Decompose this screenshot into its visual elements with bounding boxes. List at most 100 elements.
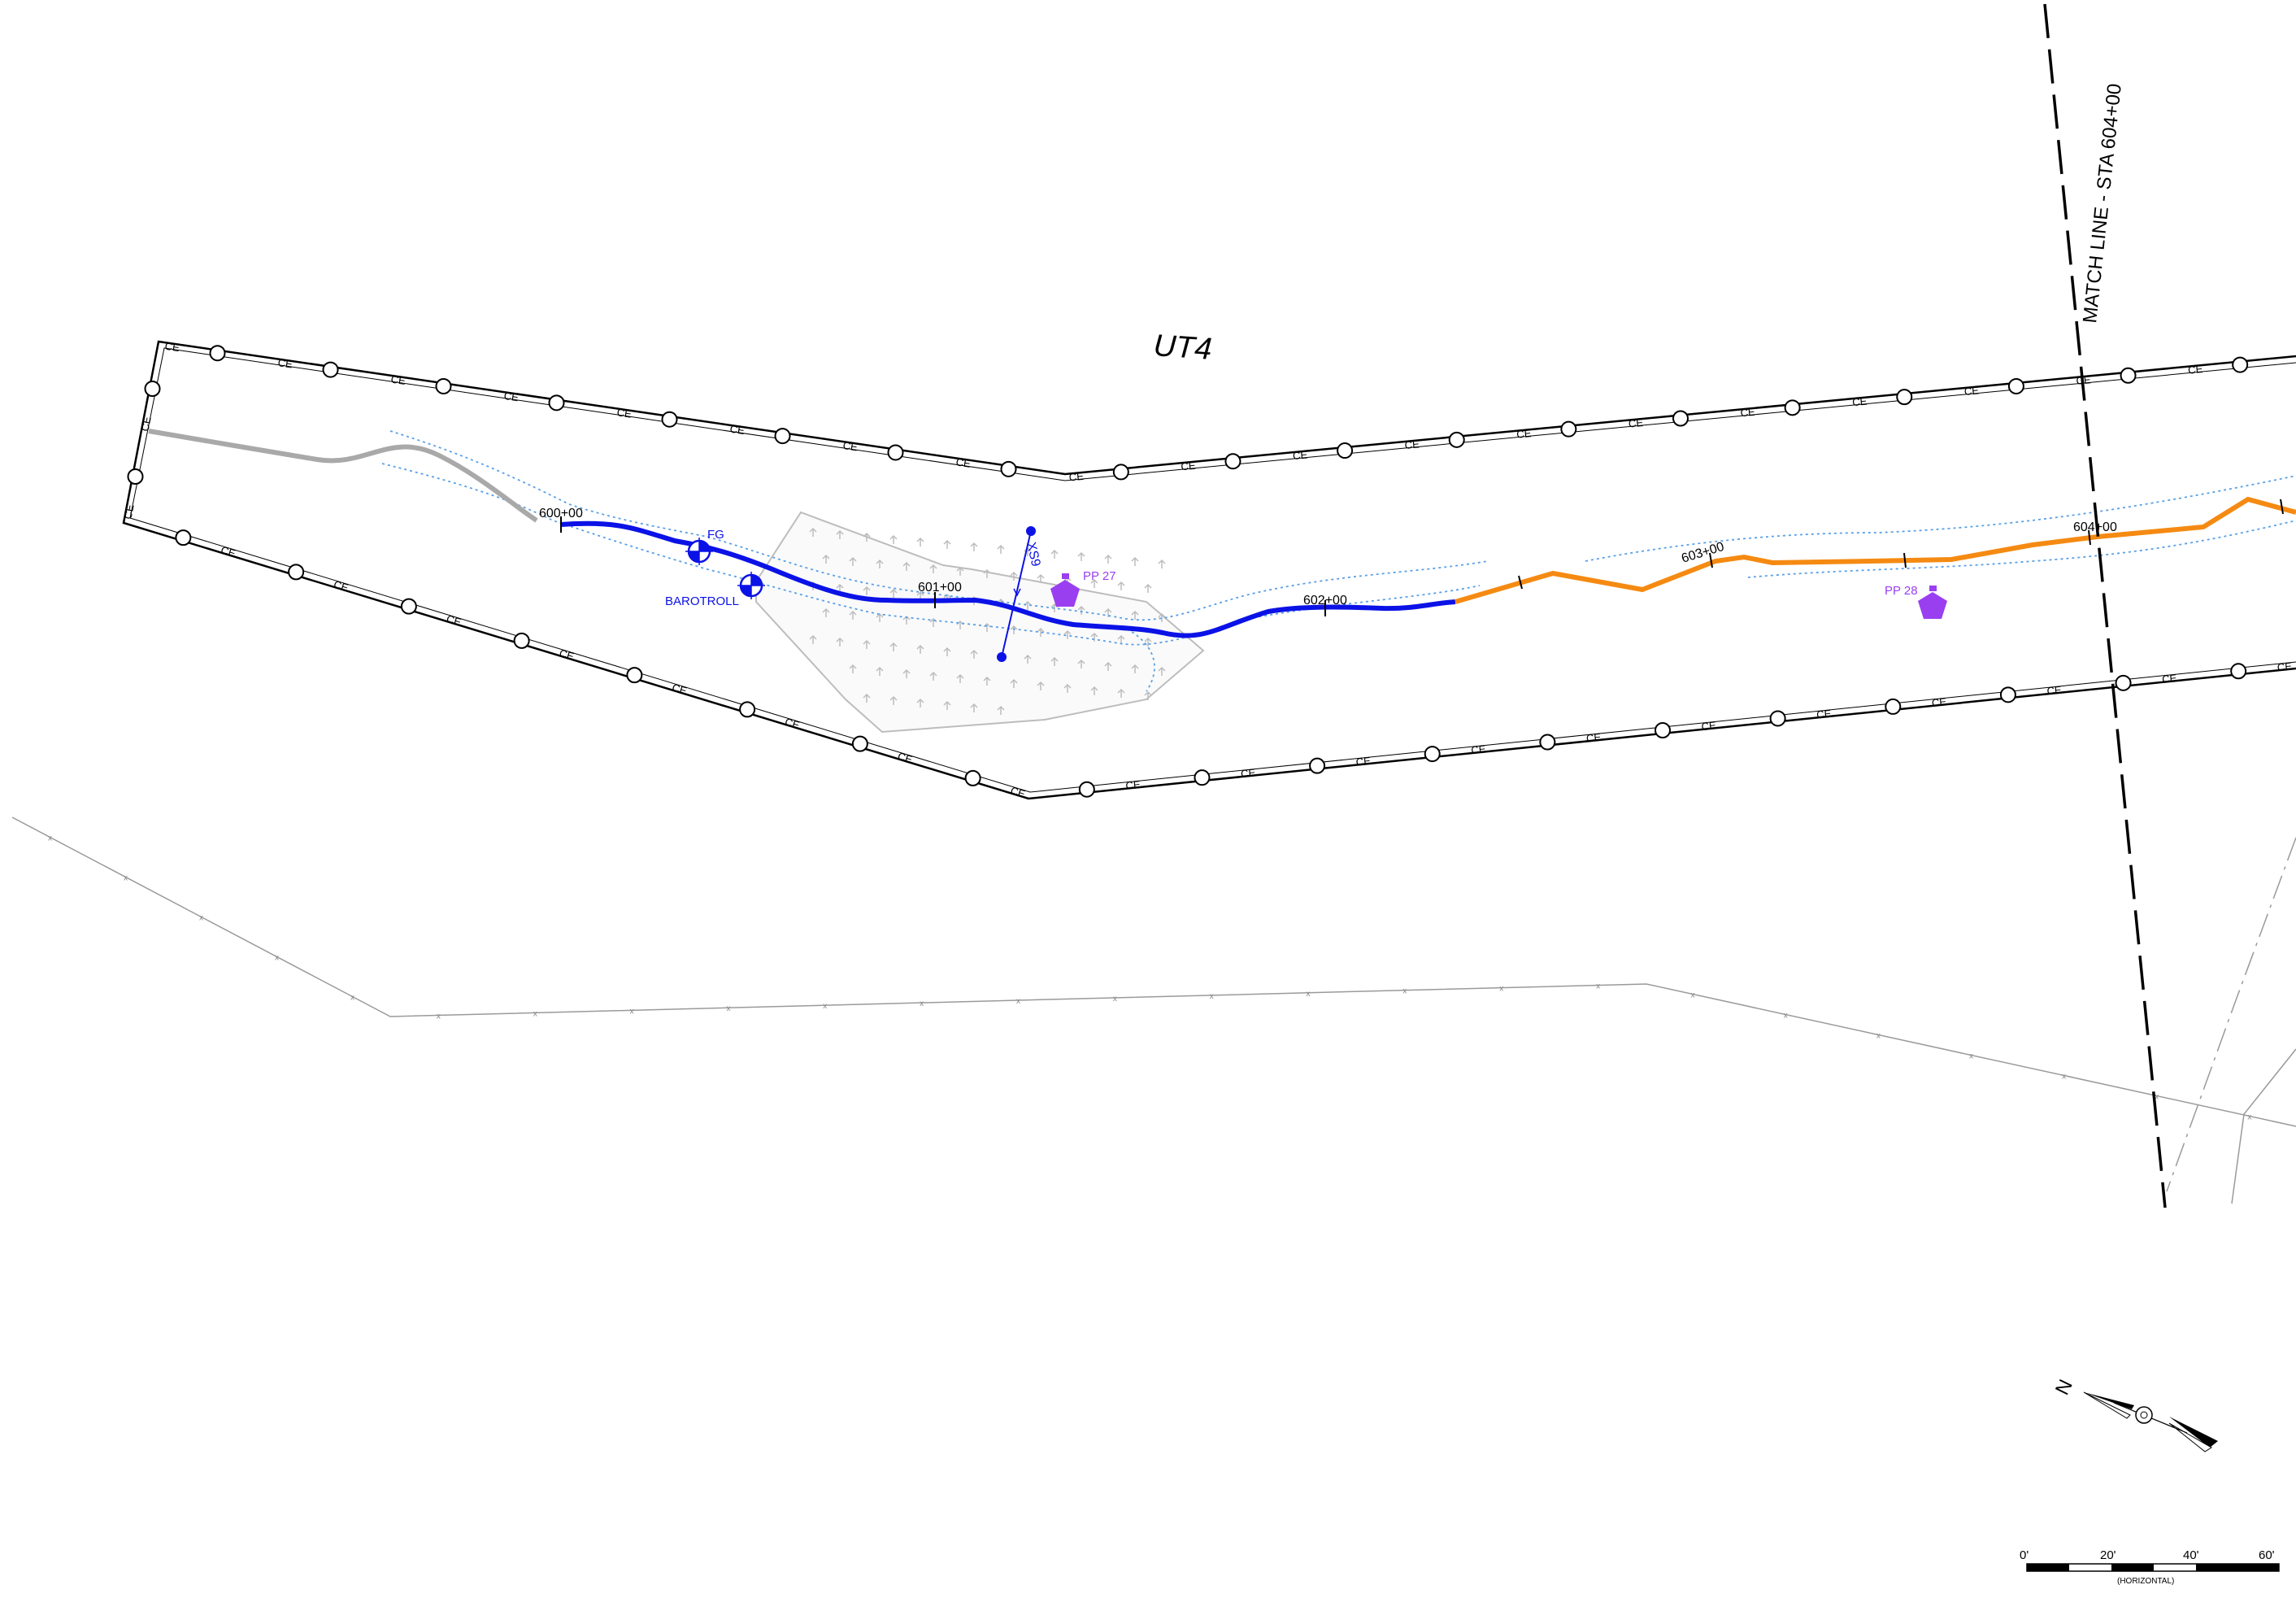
wetland-hatch-mark: [849, 610, 857, 620]
wetland-hatch-mark: [1158, 559, 1166, 568]
easement-tag: CE: [1068, 470, 1085, 484]
easement-marker: [1424, 746, 1441, 763]
fence-mark: x: [1876, 1032, 1881, 1041]
easement-marker: [1655, 722, 1671, 738]
easement-tag: CE: [1701, 719, 1717, 733]
easement-tag: CE: [896, 750, 914, 766]
wetland-hatch-mark: [983, 568, 991, 578]
wetland-hatch-mark: [822, 554, 830, 564]
wetland-hatch-mark: [863, 639, 871, 649]
fence-mark: x: [1113, 995, 1117, 1004]
wetland-hatch-mark: [849, 556, 857, 566]
easement-marker: [1560, 420, 1577, 438]
easement-tag: CE: [2162, 672, 2178, 686]
wetland-hatch-mark: [809, 634, 817, 644]
wetland-hatch-mark: [1050, 656, 1059, 666]
wetland-hatch-mark: [1090, 632, 1098, 642]
fence-mark: x: [2062, 1073, 2066, 1082]
easement-marker: [144, 381, 161, 397]
fence-mark: x: [437, 1012, 441, 1021]
fence-mark: x: [823, 1002, 827, 1011]
fence-mark: x: [1784, 1012, 1788, 1021]
wetland-hatch-mark: [889, 534, 898, 544]
wetland-hatch-mark: [863, 693, 871, 703]
wetland-hatch-mark: [809, 527, 817, 537]
easement-tag: CE: [1404, 438, 1420, 451]
wetland-hatch-mark: [836, 637, 844, 647]
stream-centerline: [148, 429, 2296, 638]
wetland-hatch-mark: [849, 664, 857, 673]
gauge-fg: FG: [685, 528, 724, 565]
wetland-hatch-mark: [1010, 571, 1018, 581]
wetland-hatch-mark: [1050, 549, 1059, 559]
easement-marker: [1784, 399, 1801, 416]
fence-mark: x: [350, 994, 354, 1003]
easement-marker: [2007, 377, 2024, 394]
easement-marker: [1448, 431, 1465, 448]
easement-tag: CE: [1628, 416, 1644, 430]
easement-marker: [435, 377, 452, 394]
wetland-hatch-mark: [1077, 659, 1085, 668]
wetland-hatch-mark: [1024, 600, 1032, 610]
wetland-hatch-mark: [1090, 686, 1098, 695]
easement-tag: CE: [671, 681, 689, 698]
reach-label: UT4: [1152, 329, 1213, 367]
easement-tag: CE: [1963, 384, 1980, 398]
easement-tag: CE: [1471, 742, 1487, 756]
easement-tag: CE: [1355, 755, 1372, 769]
easement-tag: CE: [503, 390, 520, 404]
fence-mark: x: [1307, 990, 1311, 999]
scale-tick-40: 40': [2183, 1548, 2199, 1562]
wetland-hatch-mark: [1010, 625, 1018, 634]
wetland-hatch-mark: [1144, 583, 1152, 593]
easement-tag: CE: [277, 356, 294, 371]
station-label-602: 602+00: [1303, 594, 1347, 607]
wetland-hatch-mark: [916, 698, 924, 708]
wetland-area: [755, 511, 1205, 734]
easement-tag: CE: [2276, 660, 2293, 674]
easement-marker: [1112, 464, 1129, 481]
fence-mark: x: [920, 999, 924, 1008]
fence-mark: x: [630, 1007, 634, 1016]
easement-marker: [2120, 367, 2137, 384]
fence-mark: x: [2247, 1113, 2251, 1122]
easement-marker: [851, 735, 868, 752]
easement-marker: [1224, 453, 1241, 470]
north-arrow: N: [2051, 1376, 2218, 1452]
scale-tick-0: 0': [2020, 1548, 2029, 1562]
photo-point-28: PP 28: [1885, 584, 1947, 619]
wetland-hatch-mark: [876, 612, 884, 622]
wetland-hatch-mark: [1117, 581, 1125, 590]
wetland-hatch-mark: [970, 703, 978, 712]
easement-tag: CE: [1585, 731, 1602, 745]
easement-marker: [1539, 734, 1556, 751]
gauge-barotroll: BAROTROLL: [665, 572, 765, 608]
scale-bar: 0' 20' 40' 60' (HORIZONTAL): [2020, 1548, 2280, 1586]
wetland-hatch-mark: [1131, 556, 1139, 566]
easement-marker: [1337, 442, 1354, 459]
easement-marker: [2230, 663, 2247, 680]
fence-mark: x: [1969, 1052, 1973, 1061]
top-of-bank: [381, 430, 2296, 692]
wetland-hatch-mark: [1077, 605, 1085, 615]
fence-mark: x: [1210, 992, 1214, 1001]
wetland-hatch-mark: [916, 537, 924, 546]
wetland-hatch-mark: [997, 544, 1005, 554]
easement-marker: [739, 701, 756, 718]
easement-tag: CE: [616, 406, 633, 420]
wetland-hatch-mark: [876, 559, 884, 568]
gauge-barotroll-label: BAROTROLL: [665, 594, 739, 608]
wetland-hatch-mark: [916, 644, 924, 654]
wetland-hatch-mark: [1010, 678, 1018, 688]
easement-tag: CE: [1292, 448, 1308, 462]
wetland-hatch-mark: [943, 647, 951, 656]
wetland-hatch-mark: [943, 700, 951, 710]
easement-marker: [1896, 389, 1913, 406]
easement-tag: CE: [445, 612, 463, 629]
easement-marker: [209, 345, 226, 362]
wetland-hatch-mark: [876, 666, 884, 676]
wetland-hatch-mark: [902, 668, 911, 678]
easement-tag: CE: [1125, 778, 1141, 792]
